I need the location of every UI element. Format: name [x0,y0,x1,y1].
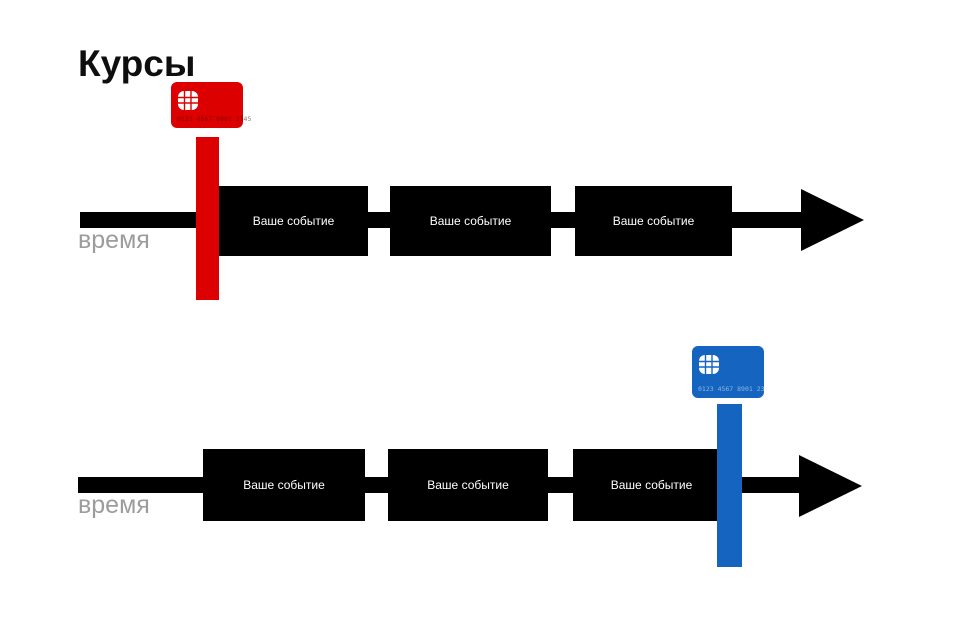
payment-marker-bar [196,137,219,300]
event-label: Ваше событие [429,214,512,228]
card-number: 0123 4567 8901 2345 [698,385,773,393]
payment-marker-bar [717,404,742,567]
event-box: Ваше событие [219,186,368,256]
card-chip-icon [699,355,719,374]
event-label: Ваше событие [427,478,509,492]
event-box: Ваше событие [573,449,730,521]
axis-label: время [78,491,150,519]
page-title: Курсы [78,42,196,84]
event-box: Ваше событие [575,186,732,256]
event-label: Ваше событие [252,214,335,228]
arrow-right-icon [801,189,864,251]
event-label: Ваше событие [610,478,693,492]
event-label: Ваше событие [243,478,325,492]
event-box: Ваше событие [388,449,548,521]
arrow-right-icon [799,455,862,517]
axis-label: время [78,226,150,254]
card-chip-icon [178,91,198,110]
event-box: Ваше событие [203,449,365,521]
credit-card-icon: 0123 4567 8901 2345 [692,346,772,398]
card-number: 0123 4567 8901 2345 [177,115,252,123]
event-box: Ваше событие [390,186,551,256]
credit-card-icon: 0123 4567 8901 2345 [171,82,251,128]
event-label: Ваше событие [612,214,695,228]
